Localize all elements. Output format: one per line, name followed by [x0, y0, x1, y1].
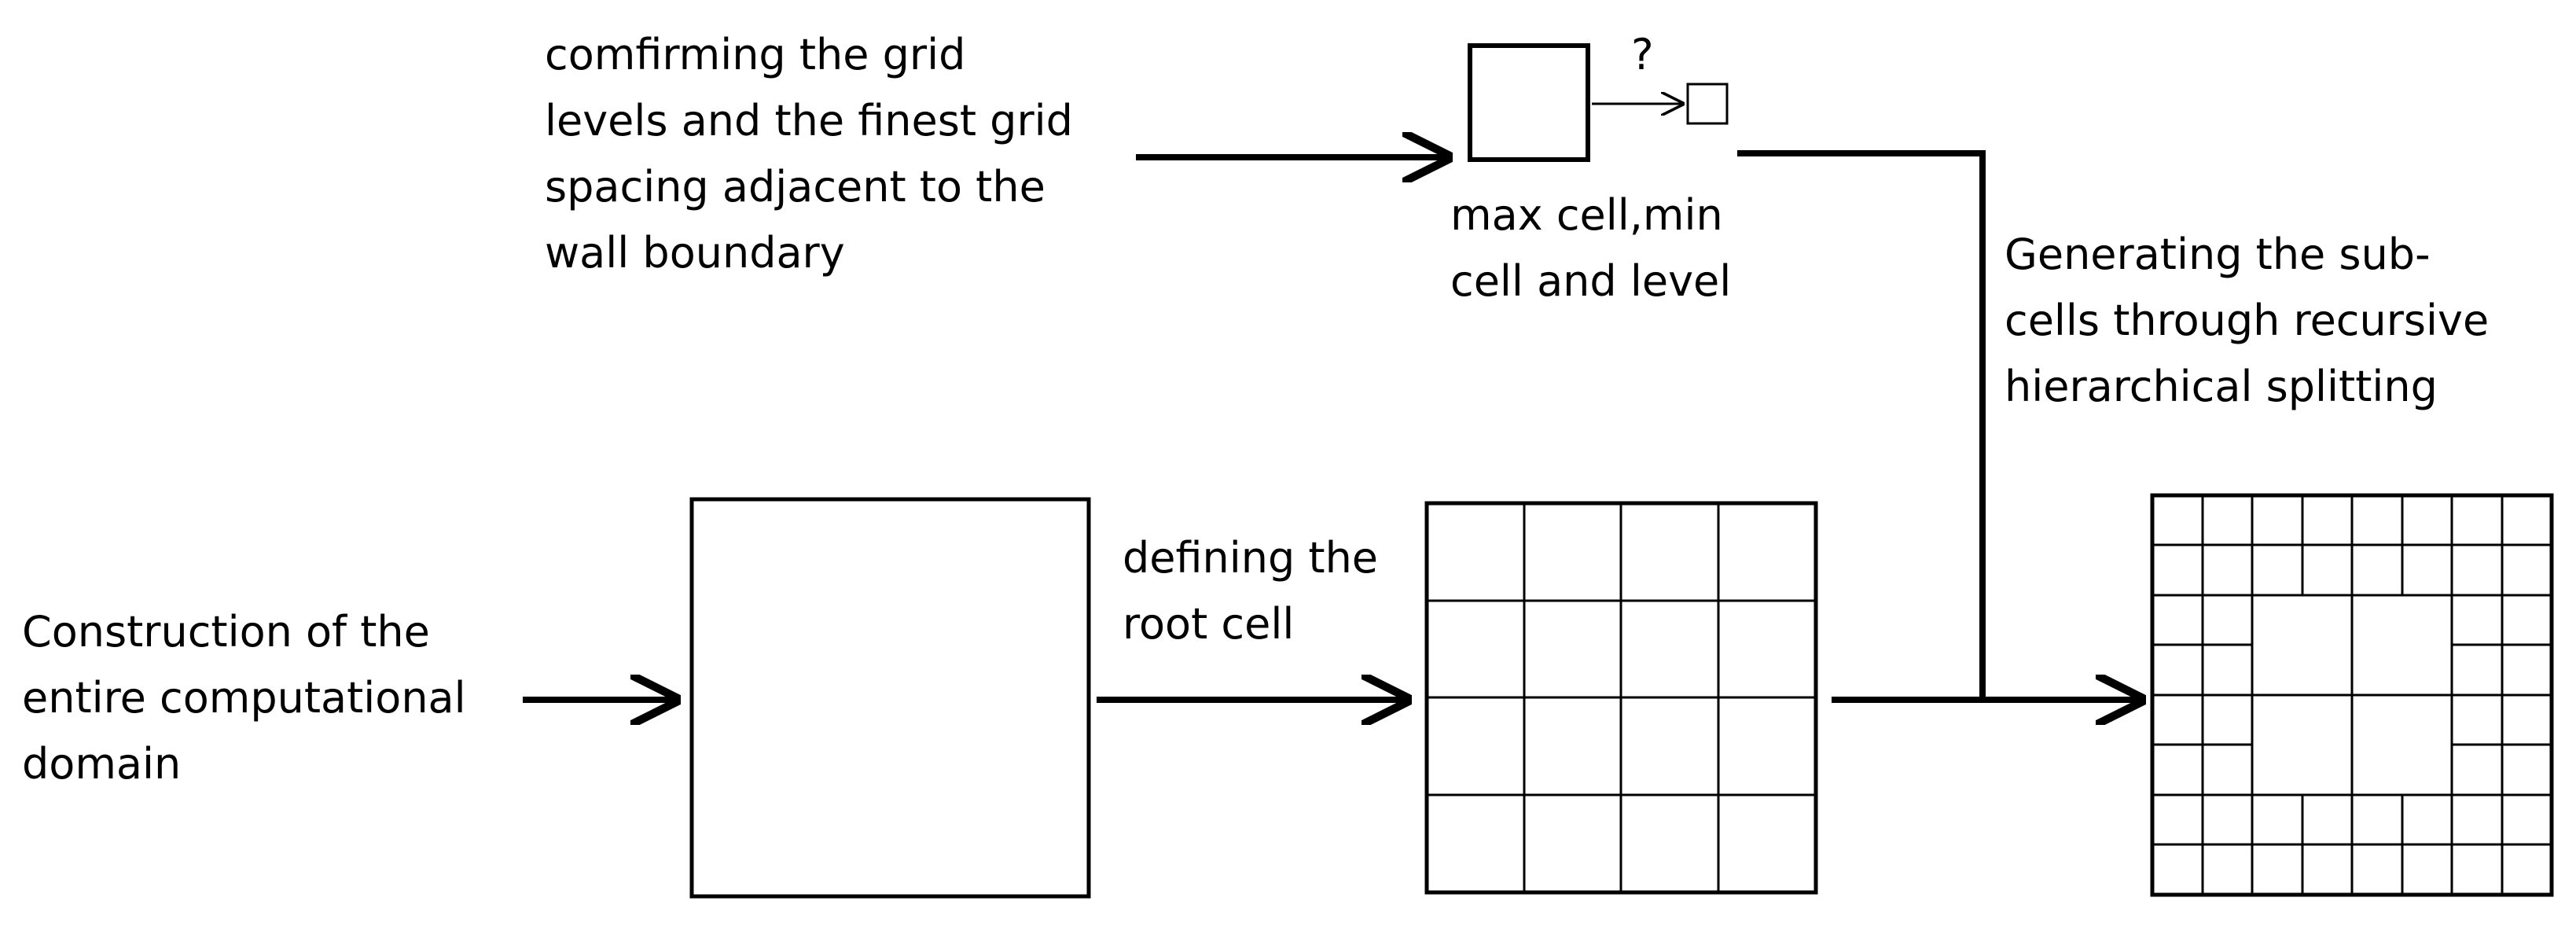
- connector-elbow: [1737, 150, 1986, 700]
- question-mark: ?: [1631, 30, 1654, 79]
- construction-line-1: Construction of the: [22, 607, 430, 657]
- construction-line-3: domain: [22, 739, 182, 789]
- question-label: ?: [1631, 31, 1654, 79]
- generating-line-1: Generating the sub-: [2005, 230, 2431, 279]
- defining-label: defining the root cell: [1123, 525, 1378, 657]
- confirming-line-3: spacing adjacent to the: [545, 162, 1045, 212]
- max-min-line-1: max cell,min: [1450, 190, 1723, 240]
- construction-label: Construction of the entire computational…: [22, 599, 466, 797]
- refined-grid: [2150, 493, 2554, 897]
- min-cell-box: [1686, 83, 1729, 125]
- construction-line-2: entire computational: [22, 673, 466, 723]
- max-cell-box: [1468, 43, 1590, 162]
- generating-line-3: hierarchical splitting: [2005, 362, 2438, 411]
- defining-line-1: defining the: [1123, 533, 1379, 583]
- confirming-line-1: comfirming the grid: [545, 30, 966, 79]
- max-min-line-2: cell and level: [1450, 256, 1732, 306]
- generating-label: Generating the sub- cells through recurs…: [2005, 222, 2489, 420]
- confirming-line-4: wall boundary: [545, 228, 845, 278]
- confirming-line-2: levels and the finest grid: [545, 96, 1073, 145]
- confirming-label: comfirming the grid levels and the fines…: [545, 22, 1073, 286]
- generating-line-2: cells through recursive: [2005, 296, 2490, 345]
- domain-box: [689, 497, 1091, 899]
- root-cell-grid: [1424, 501, 1818, 895]
- defining-line-2: root cell: [1123, 599, 1295, 649]
- max-min-label: max cell,min cell and level: [1450, 182, 1731, 315]
